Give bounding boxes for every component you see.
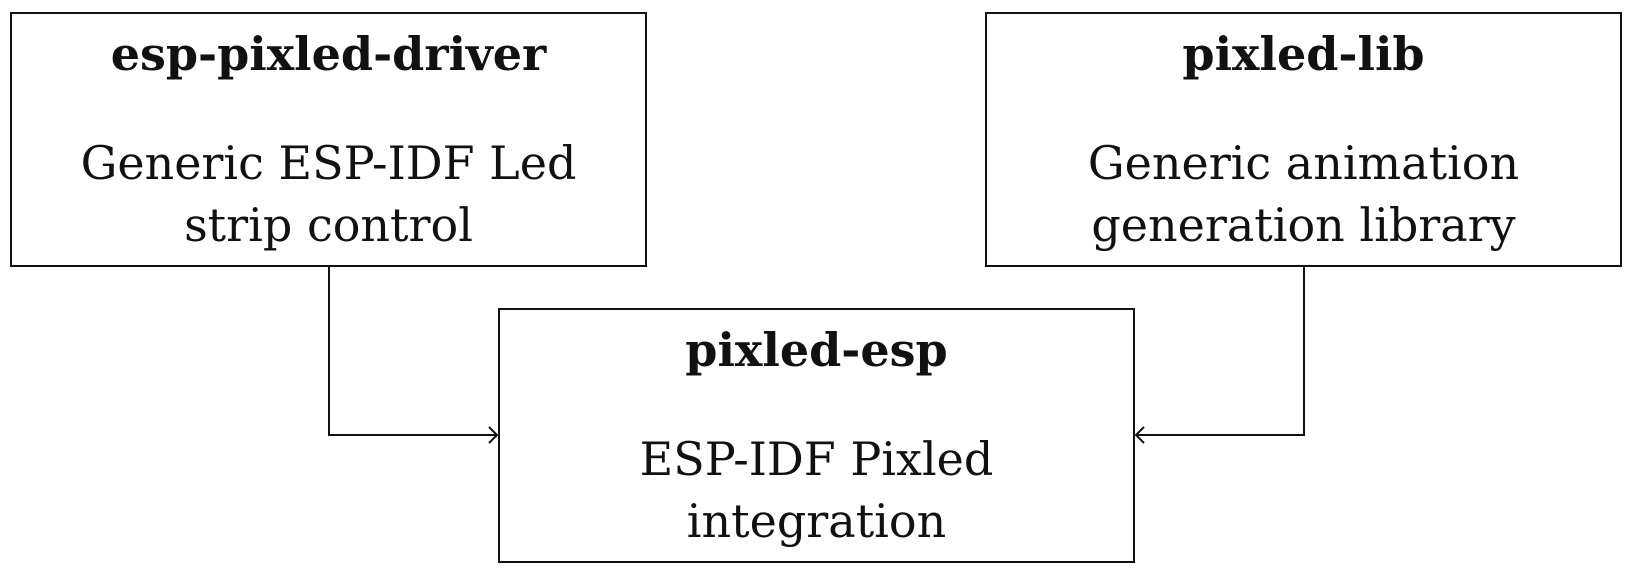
node-esp-pixled-driver: esp-pixled-driver Generic ESP-IDF Led st… (10, 12, 647, 267)
edge-driver-to-esp (328, 267, 497, 436)
edge-driver-to-esp-arrowhead (488, 426, 499, 444)
edge-lib-to-esp (1136, 267, 1305, 436)
node-description: Generic animation generation library (1087, 136, 1520, 252)
node-title: pixled-lib (1182, 27, 1425, 81)
node-pixled-lib: pixled-lib Generic animation generation … (985, 12, 1622, 267)
node-title: esp-pixled-driver (110, 27, 547, 81)
node-description: ESP-IDF Pixled integration (639, 432, 994, 548)
node-title: pixled-esp (685, 323, 948, 377)
node-description: Generic ESP-IDF Led strip control (80, 136, 577, 252)
node-pixled-esp: pixled-esp ESP-IDF Pixled integration (498, 308, 1135, 563)
edge-lib-to-esp-arrowhead (1134, 426, 1145, 444)
